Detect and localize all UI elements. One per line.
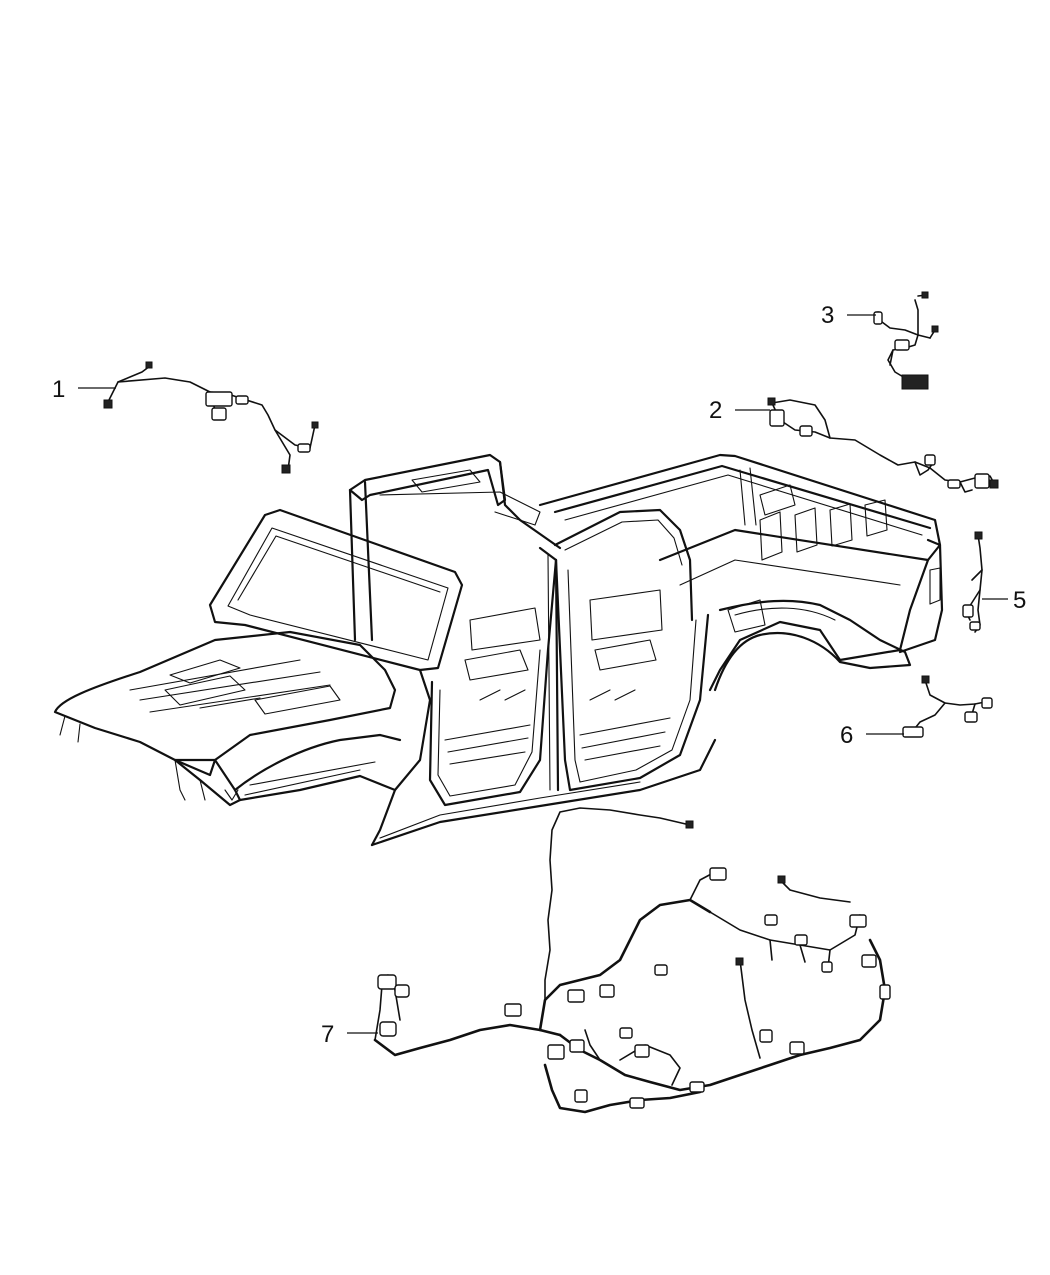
vehicle-body-illustration xyxy=(53,453,944,847)
callout-1: 1 xyxy=(52,376,116,403)
wiring-harness-7 xyxy=(373,807,891,1114)
callout-label-2: 2 xyxy=(709,397,722,424)
callout-7: 7 xyxy=(321,1021,378,1048)
callout-label-5: 5 xyxy=(1013,587,1026,614)
wiring-harness-2 xyxy=(767,397,999,493)
callout-2: 2 xyxy=(709,397,770,424)
callout-6: 6 xyxy=(840,722,904,749)
callout-5: 5 xyxy=(982,587,1026,614)
wiring-harness-6 xyxy=(902,675,993,738)
callout-3: 3 xyxy=(821,302,876,329)
wiring-harness-1 xyxy=(103,361,319,474)
callout-label-3: 3 xyxy=(821,302,834,329)
callout-label-1: 1 xyxy=(52,376,65,403)
wiring-harness-3 xyxy=(873,291,939,390)
callout-label-7: 7 xyxy=(321,1021,334,1048)
callout-label-6: 6 xyxy=(840,722,853,749)
wiring-harness-5 xyxy=(962,531,983,633)
